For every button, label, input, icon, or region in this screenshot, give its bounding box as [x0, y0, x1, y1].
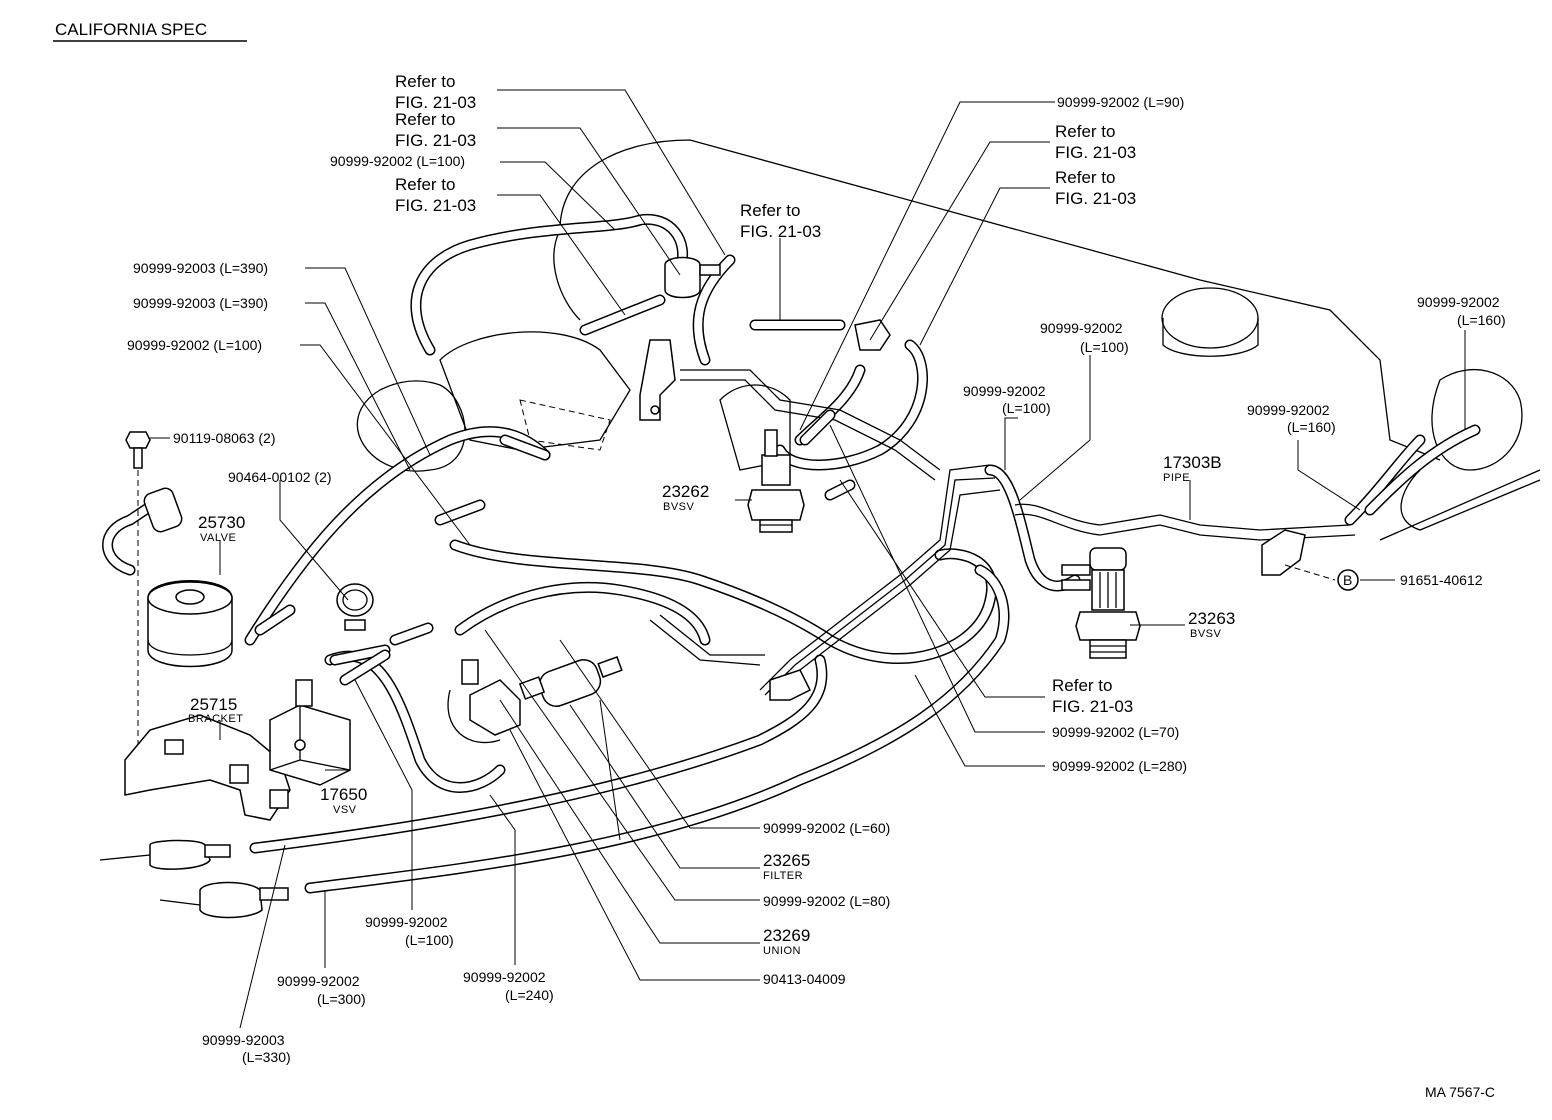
callout-hose-l280: 90999-92002 (L=280) — [1052, 758, 1187, 774]
union-23269-icon — [447, 659, 521, 744]
refer-label-3b: FIG. 21-03 — [395, 196, 476, 215]
callout-hose-l60: 90999-92002 (L=60) — [763, 820, 890, 836]
callout-hose-l160-b: 90999-92002 — [1247, 402, 1330, 418]
bracket-25715-icon — [124, 714, 291, 821]
callout-hose-l100-bot-len: (L=100) — [405, 932, 454, 948]
refer-label-5b: FIG. 21-03 — [1055, 143, 1136, 162]
bvsv-23262-icon — [747, 429, 805, 533]
bolt-icon — [125, 431, 151, 780]
callout-hose-l80: 90999-92002 (L=80) — [763, 893, 890, 909]
part-union-number: 23269 — [763, 926, 810, 945]
refer-label-1a: Refer to — [395, 72, 455, 91]
callout-bolt: 90119-08063 (2) — [173, 430, 275, 446]
callout-hose-l160-a-len: (L=160) — [1457, 312, 1506, 328]
callout-clamp: 90464-00102 (2) — [228, 469, 332, 485]
ref-b-letter: B — [1343, 572, 1352, 588]
part-pipe-name: PIPE — [1163, 472, 1190, 484]
callout-hose-l390-a: 90999-92003 (L=390) — [133, 260, 268, 276]
callout-b-part: 91651-40612 — [1400, 572, 1483, 588]
callout-hose-l300-len: (L=300) — [317, 991, 366, 1007]
refer-label-6b: FIG. 21-03 — [1055, 189, 1136, 208]
callout-hose-l300: 90999-92002 — [277, 973, 360, 989]
refer-label-4a: Refer to — [740, 201, 800, 220]
pipe-bracket-icon — [1261, 529, 1336, 581]
callout-hose-l100-mid-a: 90999-92002 — [1040, 320, 1123, 336]
engine-outline — [356, 139, 1541, 541]
callout-clip: 90413-04009 — [763, 971, 846, 987]
refer-label-3a: Refer to — [395, 175, 455, 194]
leader-lines — [148, 89, 1466, 1029]
part-bvsv1-number: 23262 — [662, 482, 709, 501]
refer-label-7a: Refer to — [1052, 676, 1112, 695]
part-union-name: UNION — [763, 945, 801, 957]
refer-label-4b: FIG. 21-03 — [740, 222, 821, 241]
callout-hose-l240: 90999-92002 — [463, 969, 546, 985]
part-pipe-number: 17303B — [1163, 453, 1222, 472]
callout-hose-l90: 90999-92002 (L=90) — [1057, 94, 1184, 110]
part-filter-name: FILTER — [763, 870, 803, 882]
callout-hose-l100-left: 90999-92002 (L=100) — [127, 337, 262, 353]
part-valve-name: VALVE — [200, 532, 236, 544]
valve-25730-icon — [143, 487, 233, 668]
callout-hose-l330-len: (L=330) — [242, 1049, 291, 1065]
part-bvsv2-name: BVSV — [1190, 628, 1222, 640]
ref-b-circle — [1337, 569, 1359, 591]
diagram-code: MA 7567-C — [1425, 1084, 1495, 1100]
refer-label-2b: FIG. 21-03 — [395, 131, 476, 150]
refer-label-7b: FIG. 21-03 — [1052, 697, 1133, 716]
part-vsv-name: VSV — [333, 804, 357, 816]
bvsv-23263-icon — [1061, 547, 1141, 659]
part-bvsv2-number: 23263 — [1188, 609, 1235, 628]
part-valve-number: 25730 — [198, 513, 245, 532]
callout-hose-l100-mid-a-len: (L=100) — [1080, 339, 1129, 355]
refer-label-6a: Refer to — [1055, 168, 1115, 187]
part-vsv-number: 17650 — [320, 785, 367, 804]
fuel-filter-icon — [99, 839, 289, 919]
clamp-icon — [336, 583, 374, 631]
callout-hose-l100-top: 90999-92002 (L=100) — [330, 153, 465, 169]
callout-hose-l330: 90999-92003 — [202, 1032, 285, 1048]
refer-label-1b: FIG. 21-03 — [395, 93, 476, 112]
callout-hose-l160-b-len: (L=160) — [1287, 419, 1336, 435]
part-bvsv1-name: BVSV — [663, 501, 695, 513]
part-bracket-number: 25715 — [190, 695, 237, 714]
hose-network — [102, 213, 1481, 894]
callout-hose-l160-a: 90999-92002 — [1417, 294, 1500, 310]
callout-hose-l390-b: 90999-92003 (L=390) — [133, 295, 268, 311]
callout-hose-l70: 90999-92002 (L=70) — [1052, 724, 1179, 740]
vsv-17650-icon — [269, 679, 351, 786]
callout-hose-l100-bot: 90999-92002 — [365, 914, 448, 930]
filter-23265-icon — [518, 656, 623, 707]
callout-hose-l100-mid-b: 90999-92002 — [963, 383, 1046, 399]
refer-label-2a: Refer to — [395, 110, 455, 129]
callout-hose-l240-len: (L=240) — [505, 987, 554, 1003]
diagram-title: CALIFORNIA SPEC — [55, 20, 207, 39]
part-filter-number: 23265 — [763, 851, 810, 870]
refer-label-5a: Refer to — [1055, 122, 1115, 141]
callout-hose-l100-mid-b-len: (L=100) — [1002, 400, 1051, 416]
part-bracket-name: BRACKET — [188, 713, 243, 725]
